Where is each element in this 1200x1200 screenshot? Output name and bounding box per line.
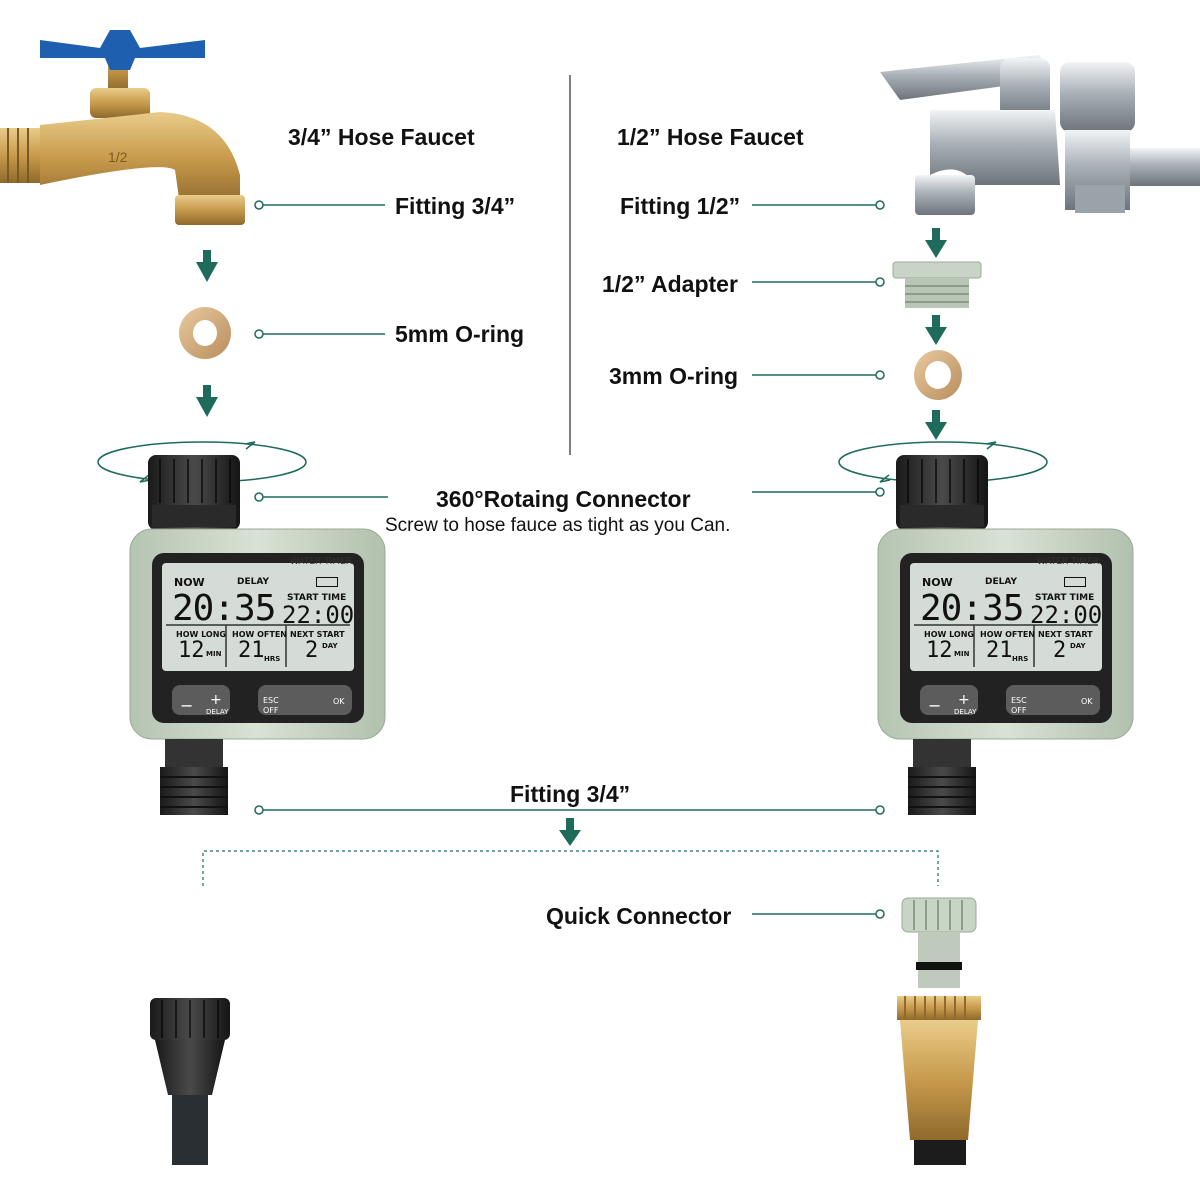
down-arrow-icon (196, 250, 218, 282)
off-label: OFF (1011, 706, 1027, 715)
minus-button[interactable]: − (928, 696, 942, 715)
next-start-value: 2 (305, 638, 319, 663)
minus-button[interactable]: − (180, 696, 194, 715)
quick-connector-image (897, 897, 981, 1165)
oring-5mm-image (179, 307, 231, 359)
battery-icon (316, 577, 338, 587)
oring-3mm-image (914, 350, 962, 400)
hose-end-image (150, 998, 230, 1165)
how-long-unit: MIN (954, 650, 970, 658)
now-label: NOW (922, 576, 953, 589)
next-start-label: NEXT START (1038, 630, 1093, 639)
down-arrow-icon (559, 818, 581, 846)
delay-label: DELAY (237, 577, 269, 587)
next-start-unit: DAY (1070, 642, 1086, 650)
ok-button[interactable]: OK (1081, 697, 1093, 706)
chrome-faucet-image (880, 55, 1200, 215)
how-long-label: HOW LONG (176, 630, 226, 639)
battery-icon (1064, 577, 1086, 587)
how-long-unit: MIN (206, 650, 222, 658)
down-arrow-icon (925, 315, 947, 345)
connector-subtitle: Screw to hose fauce as tight as you Can. (385, 515, 731, 536)
how-long-value: 12 (926, 638, 953, 663)
how-often-value: 21 (986, 638, 1013, 663)
how-often-unit: HRS (264, 655, 281, 663)
fitting-right-label: Fitting 1/2” (620, 193, 741, 219)
off-label: OFF (263, 706, 279, 715)
fitting-bottom-label: Fitting 3/4” (510, 781, 631, 807)
fitting-left-label: Fitting 3/4” (395, 193, 516, 219)
delay-label: DELAY (985, 577, 1017, 587)
adapter-half-inch-image (892, 261, 982, 308)
now-label: NOW (174, 576, 205, 589)
right-header: 1/2” Hose Faucet (617, 124, 804, 150)
next-start-label: NEXT START (290, 630, 345, 639)
how-often-unit: HRS (1012, 655, 1029, 663)
clock-display: 20:35 (172, 588, 276, 629)
ok-button[interactable]: OK (333, 697, 345, 706)
delay-button-label: DELAY (206, 708, 229, 716)
brass-faucet-image (0, 30, 245, 225)
how-long-label: HOW LONG (924, 630, 974, 639)
clock-display: 20:35 (920, 588, 1024, 629)
quick-connector-label: Quick Connector (546, 903, 732, 929)
timer-brand: WATER TIMER (1037, 557, 1100, 567)
adapter-right-label: 1/2” Adapter (602, 271, 738, 297)
start-time-value: 22:00 (282, 601, 355, 629)
next-start-unit: DAY (322, 642, 338, 650)
timer-brand: WATER TIMER (290, 557, 353, 567)
connector-title: 360°Rotaing Connector (436, 486, 691, 512)
oring-left-label: 5mm O-ring (395, 321, 525, 347)
oring-right-label: 3mm O-ring (609, 363, 739, 389)
dotted-bracket (202, 850, 939, 886)
plus-button[interactable]: + (210, 692, 222, 708)
how-long-value: 12 (178, 638, 205, 663)
delay-button-label: DELAY (954, 708, 977, 716)
next-start-value: 2 (1053, 638, 1067, 663)
start-time-value: 22:00 (1030, 601, 1103, 629)
plus-button[interactable]: + (958, 692, 970, 708)
how-often-label: HOW OFTEN (232, 630, 287, 639)
left-header: 3/4” Hose Faucet (288, 124, 475, 150)
how-often-value: 21 (238, 638, 265, 663)
down-arrow-icon (925, 228, 947, 258)
esc-button[interactable]: ESC (263, 696, 279, 705)
start-time-label: START TIME (1035, 593, 1095, 603)
down-arrow-icon (925, 410, 947, 440)
start-time-label: START TIME (287, 593, 347, 603)
esc-button[interactable]: ESC (1011, 696, 1027, 705)
down-arrow-icon (196, 385, 218, 417)
how-often-label: HOW OFTEN (980, 630, 1035, 639)
leader-lines (254, 200, 885, 919)
faucet-marking: 1/2 (108, 149, 128, 165)
